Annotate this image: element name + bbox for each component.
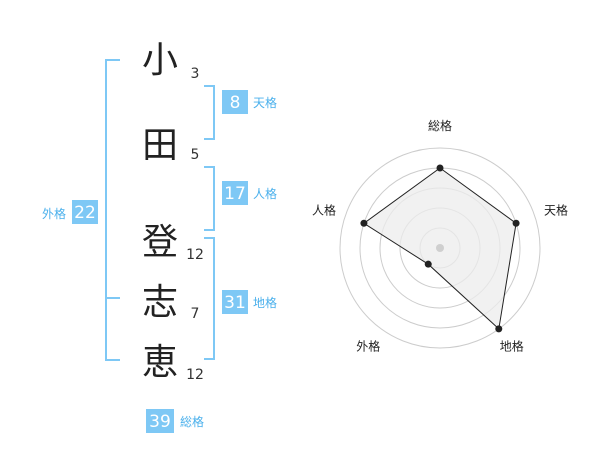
radar-center-dot — [436, 244, 444, 252]
value-box — [72, 200, 98, 224]
radar-axis-label-2: 天格 — [544, 202, 568, 217]
fortune-soukaku: 39 総格 — [146, 409, 204, 433]
stroke-count: 5 — [191, 147, 200, 163]
stroke-count: 12 — [186, 367, 204, 383]
char-glyph: 小 — [142, 40, 178, 81]
value-box — [222, 90, 248, 114]
fortune-label: 地格 — [253, 295, 277, 310]
radar-point-4 — [424, 260, 432, 268]
char-glyph: 田 — [142, 125, 178, 166]
name-char-2: 田 5 — [142, 125, 199, 166]
name-char-3: 登 12 — [142, 222, 204, 263]
radar-axis-label-5: 人格 — [312, 202, 336, 217]
fortune-jinkaku: 17 人格 — [222, 181, 277, 205]
fortune-value: 8 — [230, 93, 241, 113]
fortune-value: 22 — [74, 203, 96, 223]
stroke-count: 7 — [191, 306, 200, 322]
name-char-4: 志 7 — [142, 282, 199, 323]
tenkaku-bracket — [204, 85, 215, 140]
radar-axis-label-4: 外格 — [356, 339, 380, 354]
outer-left-bracket — [105, 59, 120, 361]
fortune-chikaku: 31 地格 — [222, 290, 277, 314]
name-char-1: 小 3 — [142, 40, 199, 82]
fortune-label: 天格 — [253, 95, 277, 110]
fortune-label: 総格 — [180, 414, 204, 429]
fortune-value: 17 — [224, 184, 246, 204]
fortune-gaikaku: 外格 22 — [42, 200, 98, 224]
stroke-count: 12 — [186, 247, 204, 263]
brackets — [105, 59, 215, 361]
char-glyph: 登 — [142, 222, 178, 263]
value-box — [222, 290, 248, 314]
value-box — [222, 181, 248, 205]
fortune-label: 外格 — [42, 206, 66, 221]
fortune-label: 人格 — [253, 186, 277, 201]
char-glyph: 志 — [142, 282, 178, 323]
name-char-5: 恵 12 — [142, 342, 204, 383]
name-column: 小 3 田 5 登 12 志 7 恵 12 — [142, 40, 204, 383]
jinkaku-bracket — [204, 166, 215, 231]
radar-point-5 — [360, 219, 368, 227]
fortune-value: 39 — [149, 412, 171, 432]
radar-point-1 — [436, 164, 444, 172]
radar-ring-5 — [339, 147, 541, 349]
char-glyph: 恵 — [142, 342, 178, 383]
chikaku-bracket — [204, 237, 215, 360]
fortune-value: 31 — [224, 293, 246, 313]
radar-axis-label-3: 地格 — [500, 339, 524, 354]
stroke-count: 3 — [191, 66, 200, 82]
radar-axis-label-1: 総格 — [428, 118, 452, 133]
fortune-tenkaku: 8 天格 — [222, 90, 277, 114]
radar-point-3 — [495, 325, 503, 333]
radar-point-2 — [512, 219, 520, 227]
value-box — [146, 409, 174, 433]
